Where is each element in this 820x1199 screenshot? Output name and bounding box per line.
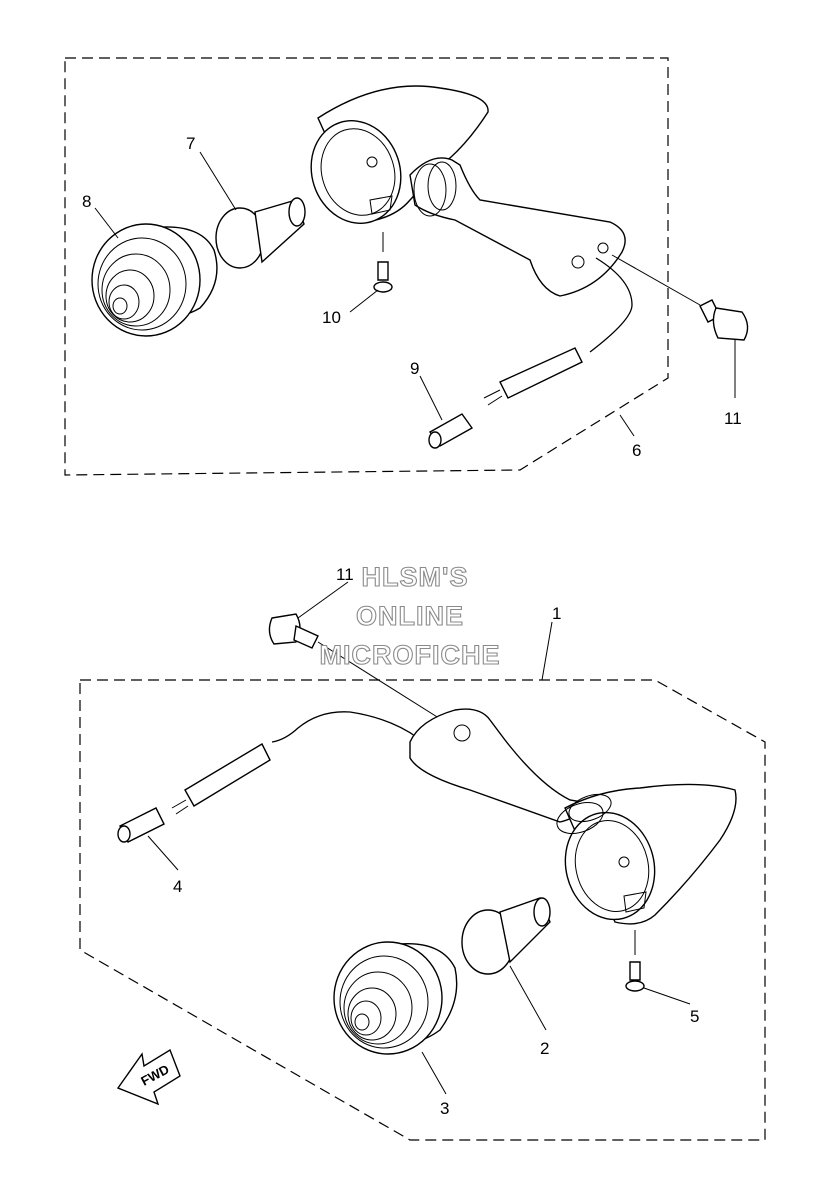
callout-7: 7	[186, 134, 195, 153]
callout-10: 10	[322, 308, 341, 327]
callout-5: 5	[690, 1007, 699, 1026]
callout-9: 9	[410, 359, 419, 378]
watermark-line-2: ONLINE	[356, 601, 464, 631]
leader-6	[619, 414, 635, 437]
bolt-11-upper	[611, 254, 749, 341]
wire-upper	[483, 257, 633, 406]
watermark: HLSM'S ONLINE MICROFICHE	[319, 561, 501, 670]
callout-4: 4	[173, 877, 182, 896]
upper-assembly: 7 8 10 9 11 6	[64, 57, 749, 476]
leader-9	[419, 375, 443, 421]
bulb-2	[461, 897, 551, 975]
leader-3	[421, 1051, 447, 1095]
wire-lower	[171, 711, 419, 815]
leader-2	[509, 965, 547, 1031]
housing-6	[310, 85, 626, 297]
bolt-11-lower	[268, 613, 443, 721]
assembly-6-boundary	[64, 57, 669, 476]
leader-11-lower	[297, 581, 349, 619]
leader-1	[541, 621, 553, 681]
housing-1	[409, 708, 737, 925]
callout-3: 3	[440, 1099, 449, 1118]
watermark-line-1: HLSM'S	[362, 562, 469, 592]
screw-5	[625, 930, 645, 992]
leader-7	[199, 151, 237, 211]
leader-5	[643, 987, 691, 1005]
connector-9	[428, 413, 474, 449]
lens-3	[333, 941, 458, 1055]
callout-8: 8	[82, 192, 91, 211]
fwd-arrow-icon: FWD	[116, 1048, 181, 1106]
callout-2: 2	[540, 1039, 549, 1058]
screw-10	[373, 232, 393, 293]
callout-11-upper: 11	[724, 409, 742, 428]
lower-assembly: FWD 11 1 4 5 2 3	[79, 565, 766, 1141]
connector-4	[117, 807, 165, 843]
leader-4	[147, 835, 179, 871]
lens-8	[91, 223, 218, 337]
bulb-7	[215, 197, 306, 269]
watermark-line-3: MICROFICHE	[320, 640, 501, 670]
callout-11-lower: 11	[336, 565, 354, 584]
leader-10	[349, 289, 379, 313]
callout-1: 1	[552, 604, 561, 623]
callout-6: 6	[632, 441, 641, 460]
leader-8	[94, 207, 119, 239]
